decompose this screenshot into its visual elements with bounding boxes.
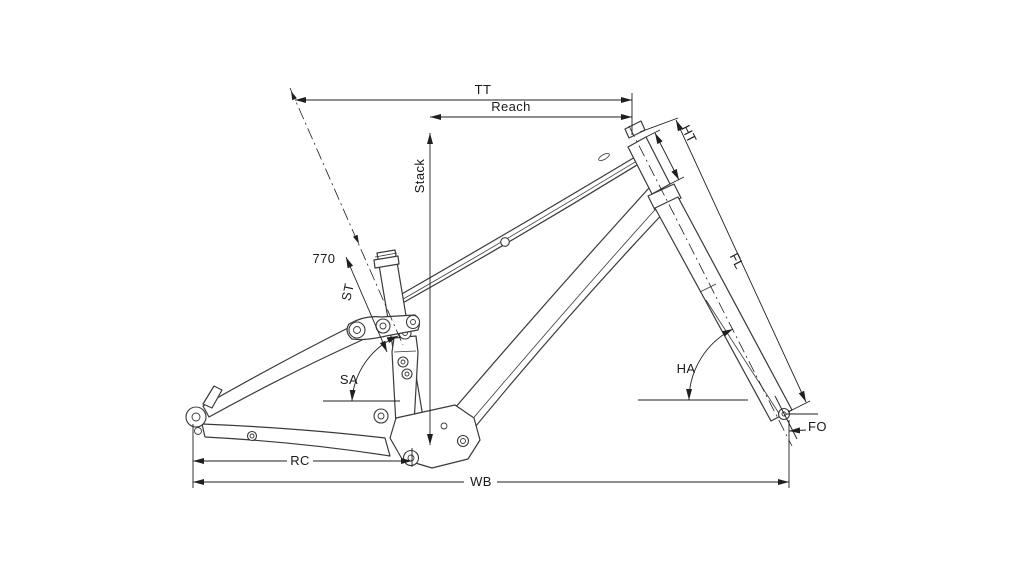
- label-reach: Reach: [491, 99, 531, 114]
- label-fl: FL: [727, 250, 748, 271]
- label-rc: RC: [290, 453, 310, 468]
- dim-seat-tube-length: ST: [338, 256, 388, 353]
- dim-top-tube: TT: [295, 82, 633, 135]
- dim-head-angle: HA: [638, 328, 748, 401]
- label-tt: TT: [475, 82, 492, 97]
- label-seat-height: 770: [313, 251, 336, 266]
- label-sa: SA: [340, 372, 358, 387]
- motor-bb-area: [373, 356, 481, 469]
- dim-fork-length: FL: [639, 117, 811, 413]
- dim-rear-center: RC: [193, 448, 413, 468]
- dim-wheelbase: WB: [192, 420, 790, 489]
- rear-dropout: [185, 385, 258, 442]
- dim-seat-height-770: 770: [291, 91, 359, 266]
- dim-reach: Reach: [430, 99, 632, 120]
- chainstay-tube: [201, 423, 391, 457]
- label-fo: FO: [808, 419, 827, 434]
- fork: [654, 196, 793, 422]
- seatstay-tube: [202, 325, 363, 418]
- label-st: ST: [338, 282, 356, 302]
- dim-seat-angle: SA: [323, 335, 400, 402]
- construction-lines: [289, 87, 793, 447]
- top-tube-port: [500, 237, 510, 247]
- dim-fork-offset: FO: [774, 395, 827, 440]
- seat-axis-line: [289, 87, 404, 346]
- dim-stack: Stack: [412, 133, 433, 445]
- label-ht: HT: [678, 122, 700, 145]
- dimension-annotations: TT Reach Stack HT FL: [192, 82, 827, 489]
- bike-frame-drawing: [185, 120, 793, 469]
- label-wb: WB: [470, 474, 492, 489]
- label-stack: Stack: [412, 159, 427, 194]
- label-ha: HA: [677, 361, 696, 376]
